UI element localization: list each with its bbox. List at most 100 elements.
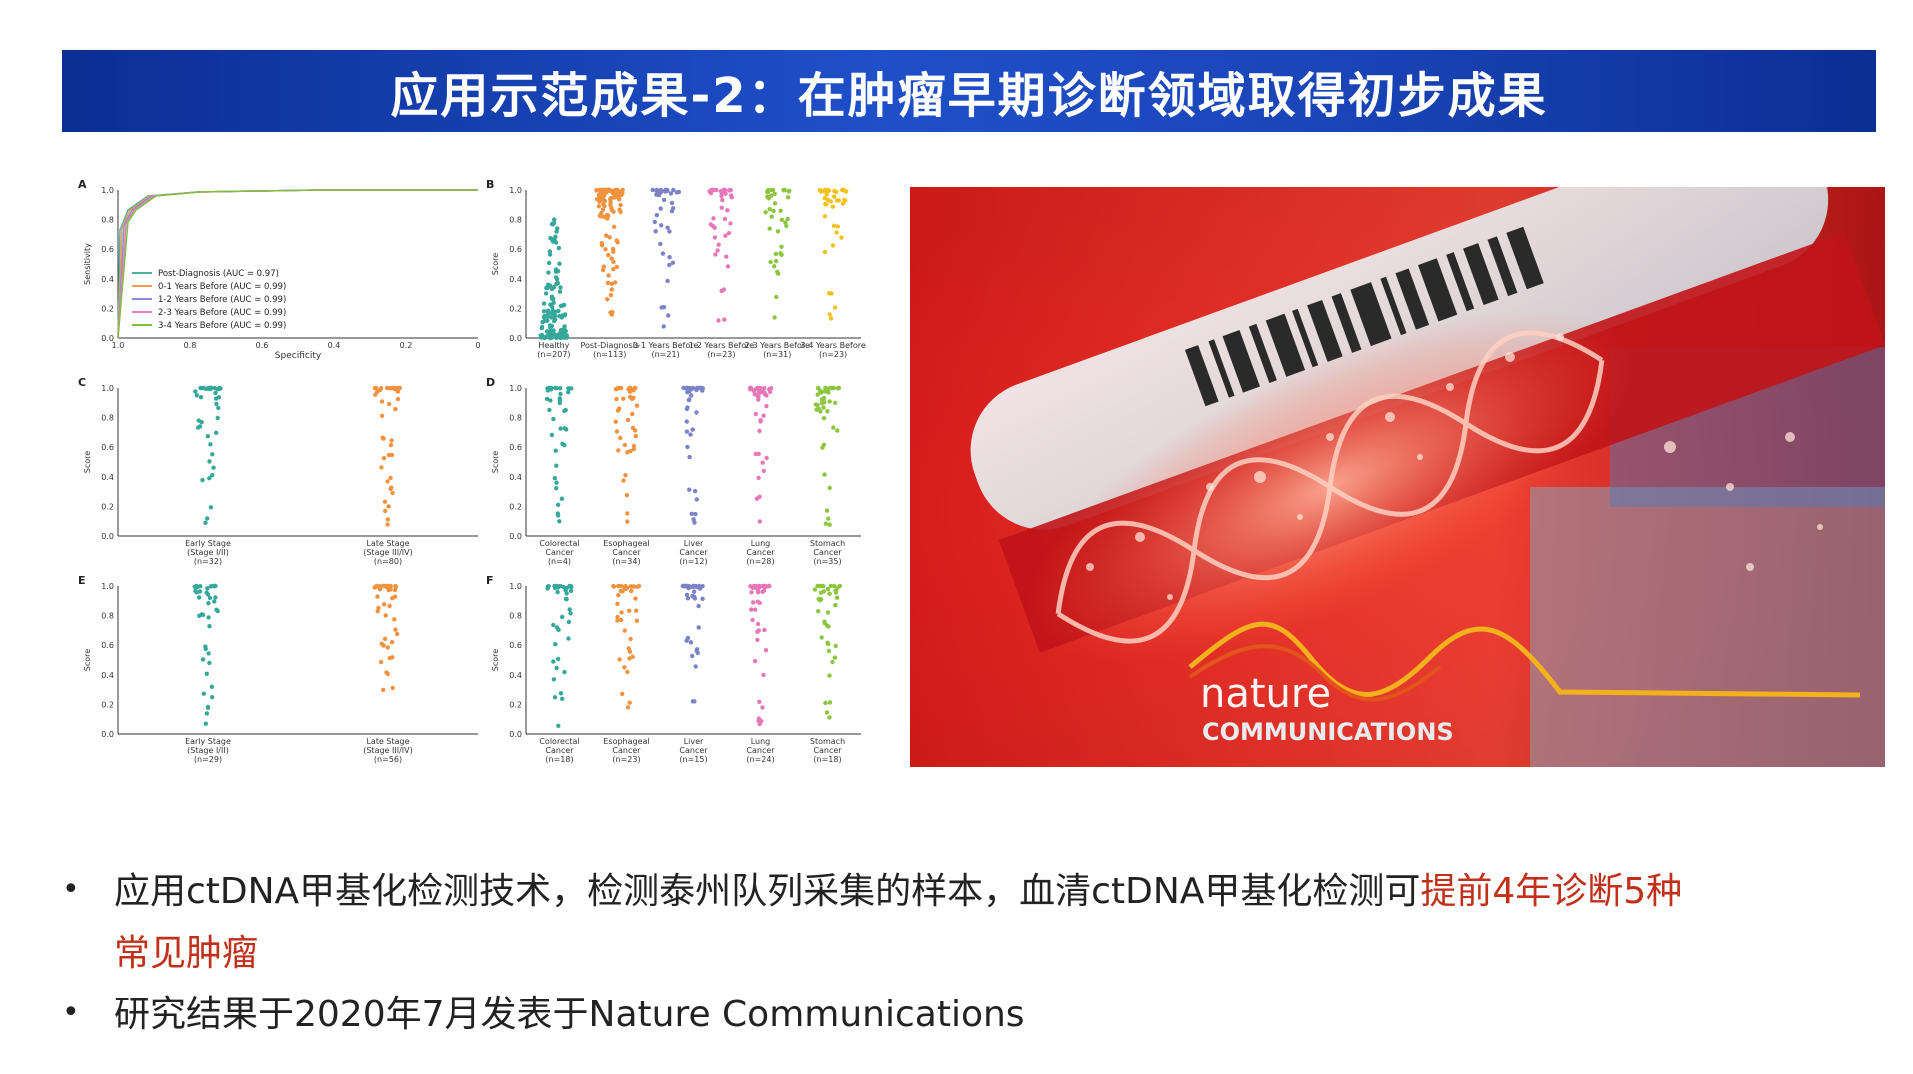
panel_d-point [553,385,558,391]
panel_f-point [622,665,627,670]
panel_d-point [751,388,757,394]
panel_f-point [567,607,572,612]
panel_c-ytick: 1.0 [101,384,114,393]
panel_b-point [826,188,831,193]
panel_d-letter: D [486,376,495,389]
panel_b-point [821,188,826,194]
panel_d-point [835,428,840,433]
panel_b-point [669,200,675,206]
panel_d-point [566,390,571,395]
panel_d-point [557,398,563,403]
panel_b-point [546,270,551,275]
panel_b-point [726,230,732,236]
panel_b-group-label: 3-4 Years Before [800,341,865,350]
panel_e-point [194,583,199,589]
panel_d-point [694,385,700,391]
panel_c-point [208,442,213,447]
panel_e-group-label: Late Stage [366,737,409,746]
panel_d-point [827,399,832,404]
panel_e-ytick: 0.0 [101,730,114,739]
panel_a-ytick: 1.0 [101,186,114,195]
panel_b-point [557,313,562,319]
panel_d-point [558,391,563,397]
panel_f-group-label: Esophageal [603,737,649,746]
panel_c-point [379,399,385,404]
panel_b-group-n: (n=23) [819,350,847,359]
panel_a-xtick: 0 [475,341,480,350]
panel_b-ytick: 0.4 [509,275,522,284]
panel_d-point [630,425,636,431]
panel_c-point [384,385,390,391]
panel_f-point [761,672,766,678]
panel_d-point [818,388,823,393]
panel_f-group-n: (n=15) [679,755,707,764]
panel_d-point [821,416,827,421]
panel_c-point [386,452,392,458]
panel_e-point [382,636,388,641]
panel_b-point [728,221,733,226]
panel_d-point [748,385,754,391]
panel_b-group-label: 1-2 Years Before [689,341,754,350]
panel_d-group-n: (n=34) [612,557,640,566]
panel_b-point [552,237,557,242]
panel_b-point [674,190,679,195]
panel_b-point [667,262,672,268]
panel_b-point [784,223,789,229]
panel_b-point [609,207,615,213]
panel_c-point [193,389,198,394]
panel_c-point [395,385,400,391]
panel_c-point [207,476,212,481]
panel_c-point [199,420,204,425]
panel_b-group-label: 0-1 Years Before [633,341,698,350]
panel_b-point [600,243,605,248]
panel_d-point [768,386,774,391]
panel_b-point [541,315,547,320]
panel_c-point [215,415,220,421]
panel_e-point [210,695,215,700]
panel_b-point [834,198,840,203]
panel_b-point [707,189,712,194]
panel_b-point [601,202,606,207]
panel_d-point [758,389,764,394]
panel_b-point [606,273,611,278]
panel_f-point [816,609,821,614]
panel_b-point [555,268,561,274]
panel_b-point [729,195,734,200]
bullet-2-text: 研究结果于2020年7月发表于Nature Communications [114,994,1025,1035]
panel_e-point [204,671,209,676]
panel_c-point [378,386,384,391]
panel_f-point [569,585,574,590]
panel_b-group-n: (n=23) [707,350,735,359]
panel_b-point [601,214,607,219]
panel_b-point [542,335,548,340]
panel_f-point [683,583,689,589]
panel_f-group-n: (n=18) [545,755,573,764]
panel_a-xtick: 0.8 [184,341,197,350]
panel_d-point [547,407,552,413]
panel_f-point [827,673,832,678]
panel_b-point [714,187,719,193]
panel_c-group-sub: (Stage III/IV) [363,548,413,557]
panel_d-group-label: Lung [751,539,771,548]
panel_c-ytick: 0.4 [101,473,114,482]
panel_c-point [194,393,199,398]
panel_b-point [832,188,837,194]
panel_b-point [723,233,728,238]
panel_b-point [548,236,553,241]
panel_f-ytick: 0.0 [509,730,522,739]
panel_f-point [622,628,627,633]
panel_d-point [760,460,765,465]
panel_b-point [772,201,778,206]
panel_d-point [756,397,761,402]
bullet-marker-2: • [62,995,80,1030]
panel_f-point [625,705,631,710]
panel_c-point [379,465,384,470]
panel_c-group-n: (n=32) [194,557,222,566]
panel_b-point [721,287,726,292]
panel_d-point [690,385,696,391]
bullet-1-text: 应用ctDNA甲基化检测技术，检测泰州队列采集的样本，血清ctDNA甲基化检测可 [114,871,1421,912]
panel_d-ytick: 0.2 [509,502,522,511]
panel_d-point [618,385,624,391]
panel_b-point [666,313,671,318]
panel_b-point [594,187,599,193]
